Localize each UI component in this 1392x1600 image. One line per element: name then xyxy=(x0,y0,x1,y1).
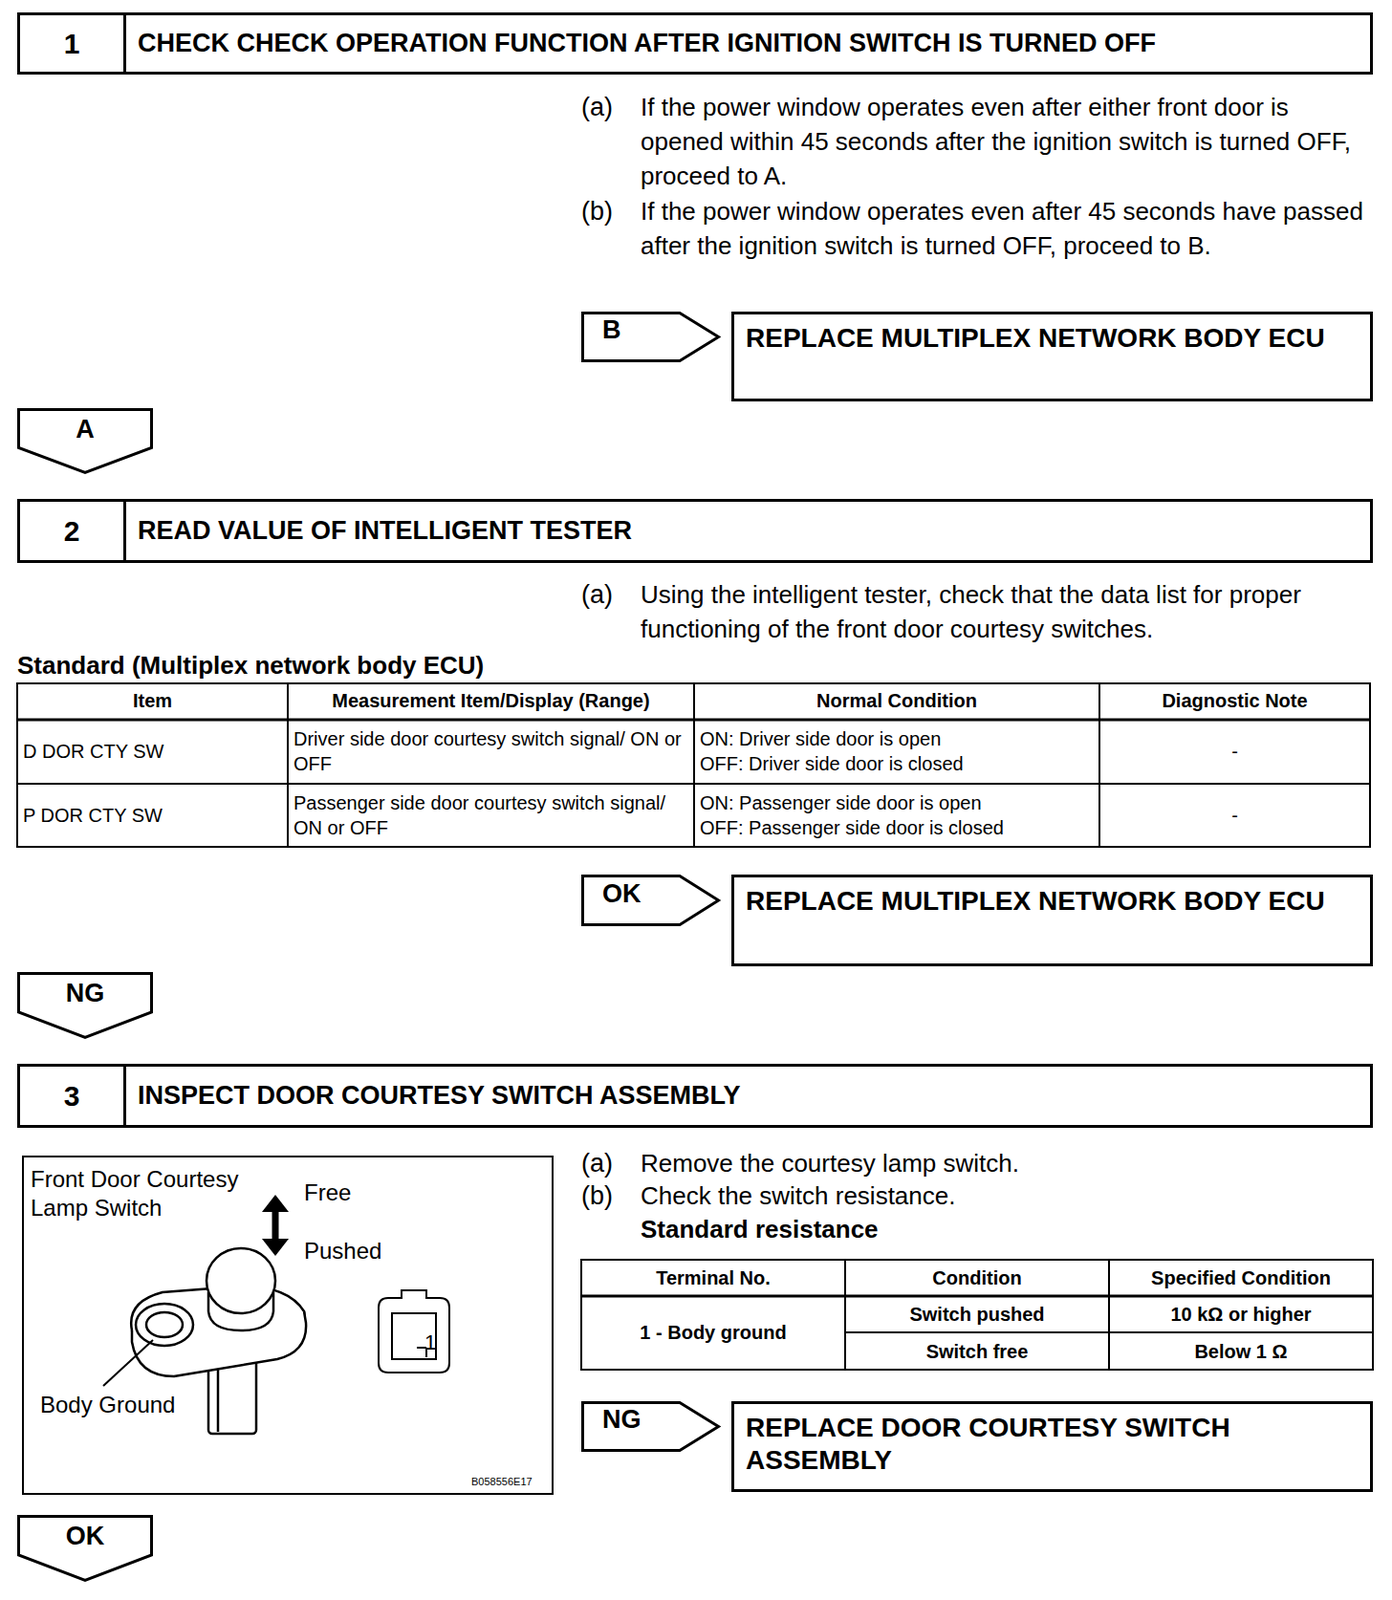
table-header: Diagnostic Note xyxy=(1099,688,1371,714)
result-arrow: OK xyxy=(581,874,720,927)
instruction-text: If the power window operates even after … xyxy=(640,89,1377,194)
table-header: Specified Condition xyxy=(1109,1265,1373,1291)
table-header: Terminal No. xyxy=(581,1265,846,1291)
step-letter: (a) xyxy=(581,1146,630,1181)
result-label: OK xyxy=(602,874,642,914)
flow-arrow: A xyxy=(17,408,153,475)
outline xyxy=(581,1401,720,1453)
action-text: REPLACE MULTIPLEX NETWORK BODY ECU xyxy=(745,322,1359,355)
result-arrow: B xyxy=(581,311,720,363)
step-number: 3 xyxy=(20,1066,127,1126)
table-cell: Below 1 Ω xyxy=(1109,1339,1373,1365)
table-header: Normal Condition xyxy=(694,688,1100,714)
result-label: OK xyxy=(17,1521,153,1552)
step-letter: (a) xyxy=(581,89,630,125)
part-label: Free xyxy=(304,1178,351,1208)
step-header: 3INSPECT DOOR COURTESY SWITCH ASSEMBLY xyxy=(17,1064,1373,1129)
table-cell: - xyxy=(1099,803,1371,828)
pin-number: 1 xyxy=(415,1329,445,1357)
table-cell: Switch pushed xyxy=(845,1302,1110,1327)
table-cell: - xyxy=(1099,739,1371,764)
part-label: Pushed xyxy=(304,1237,382,1266)
instruction-text: If the power window operates even after … xyxy=(640,194,1377,263)
step-letter: (b) xyxy=(581,194,630,229)
table-cell: 10 kΩ or higher xyxy=(1109,1302,1373,1327)
result-label: NG xyxy=(17,978,153,1009)
table-title: Standard (Multiplex network body ECU) xyxy=(17,650,687,681)
part-label: Body Ground xyxy=(40,1391,175,1420)
flow-arrow: NG xyxy=(17,972,153,1040)
connector-icon xyxy=(378,1290,450,1373)
step-letter: (a) xyxy=(581,577,630,612)
step-title: CHECK CHECK OPERATION FUNCTION AFTER IGN… xyxy=(126,15,1371,72)
action-text: REPLACE MULTIPLEX NETWORK BODY ECU xyxy=(745,885,1359,918)
double-arrow xyxy=(261,1195,289,1257)
instruction-text: Remove the courtesy lamp switch. xyxy=(640,1146,1377,1181)
figure-code: B058556E17 xyxy=(471,1475,533,1489)
result-label: A xyxy=(17,413,153,445)
action-text: REPLACE DOOR COURTESY SWITCH ASSEMBLY xyxy=(745,1412,1359,1478)
table-cell: Switch free xyxy=(845,1339,1110,1365)
table-cell: OFF: Passenger side door is closed xyxy=(699,815,1097,841)
result-label: NG xyxy=(602,1401,642,1440)
outline xyxy=(581,874,720,927)
result-label: B xyxy=(602,311,622,350)
step-number: 1 xyxy=(20,15,127,72)
table-cell: Driver side door courtesy switch signal/… xyxy=(293,726,691,777)
illustration-frame: Front Door Courtesy Lamp Switch FreePushe… xyxy=(21,1155,554,1496)
step-letter: (b) xyxy=(581,1178,630,1214)
table-header: Condition xyxy=(845,1265,1110,1291)
flow-arrow: OK xyxy=(17,1515,153,1583)
table-cell: D DOR CTY SW xyxy=(22,739,282,764)
table-cell: OFF: Driver side door is closed xyxy=(699,751,1097,777)
table-cell: ON: Passenger side door is open xyxy=(699,790,1097,816)
instruction-text: Using the intelligent tester, check that… xyxy=(640,577,1377,647)
table-title: Standard resistance xyxy=(640,1213,1310,1246)
outline xyxy=(581,311,720,363)
step-header: 1CHECK CHECK OPERATION FUNCTION AFTER IG… xyxy=(17,12,1373,75)
table-header: Item xyxy=(17,688,288,714)
table-cell: ON: Driver side door is open xyxy=(699,726,1097,752)
step-title: READ VALUE OF INTELLIGENT TESTER xyxy=(126,501,1371,561)
leader-line xyxy=(103,1340,153,1387)
table-cell: Passenger side door courtesy switch sign… xyxy=(293,790,691,841)
action-box: REPLACE MULTIPLEX NETWORK BODY ECU xyxy=(731,874,1373,967)
step-number: 2 xyxy=(20,501,127,561)
table-grid xyxy=(581,1260,1373,1371)
step-header: 2READ VALUE OF INTELLIGENT TESTER xyxy=(17,499,1373,564)
part-label: Front Door Courtesy Lamp Switch xyxy=(30,1165,270,1223)
action-box: REPLACE MULTIPLEX NETWORK BODY ECU xyxy=(731,311,1373,402)
instruction-text: Check the switch resistance. xyxy=(640,1178,1377,1214)
table-header: Measurement Item/Display (Range) xyxy=(287,688,695,714)
table-grid xyxy=(17,683,1371,848)
table-cell: 1 - Body ground xyxy=(581,1320,846,1346)
result-arrow: NG xyxy=(581,1401,720,1453)
action-box: REPLACE DOOR COURTESY SWITCH ASSEMBLY xyxy=(731,1401,1373,1493)
step-title: INSPECT DOOR COURTESY SWITCH ASSEMBLY xyxy=(126,1066,1371,1126)
table-cell: P DOR CTY SW xyxy=(22,803,282,828)
